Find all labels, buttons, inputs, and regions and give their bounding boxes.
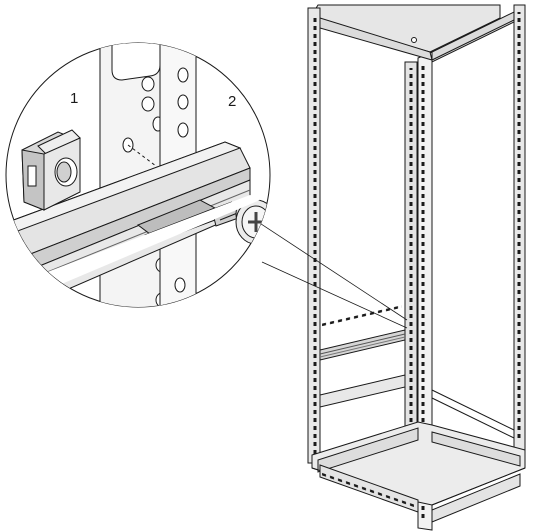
callout-1-label: 1 [70,90,78,107]
installed-rail [319,329,406,361]
top-screw-icon [411,37,417,43]
detail-magnifier [5,42,271,308]
rack-enclosure-frame [307,4,526,531]
callout-2-label: 2 [228,93,236,110]
cage-nut-icon [21,129,81,211]
